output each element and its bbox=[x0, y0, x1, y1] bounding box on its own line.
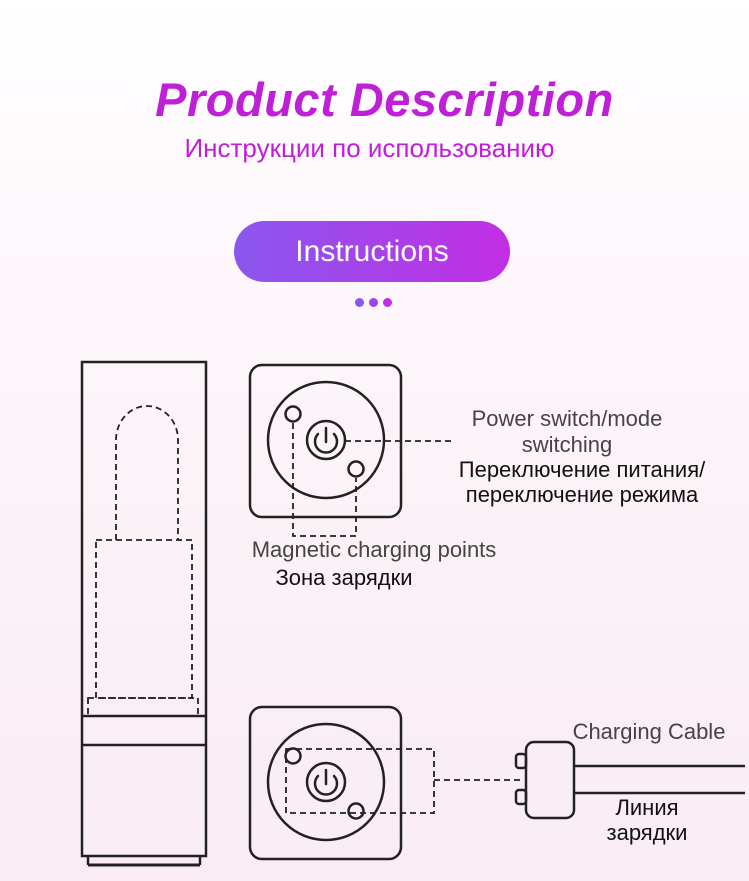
magnetic-leader-box bbox=[292, 423, 357, 537]
page-title: Product Description bbox=[155, 73, 614, 126]
power-label-en-2: switching bbox=[521, 432, 613, 457]
device-body bbox=[80, 360, 208, 858]
charging-cable bbox=[514, 740, 745, 820]
inner-battery bbox=[95, 539, 193, 699]
cable-label-ru-1: Линия bbox=[615, 795, 679, 820]
instructions-badge: Instructions bbox=[234, 221, 510, 282]
magnetic-label-en: Magnetic charging points bbox=[251, 537, 497, 562]
page-subtitle: Инструкции по использованию bbox=[184, 133, 555, 163]
power-icon bbox=[313, 426, 339, 454]
top-view-panel bbox=[248, 363, 403, 519]
cable-label-ru-2: зарядки bbox=[606, 820, 688, 845]
bottom-view-panel bbox=[248, 705, 403, 861]
inner-capsule bbox=[115, 405, 179, 540]
dot-3 bbox=[383, 298, 392, 307]
charging-points-box bbox=[285, 748, 435, 814]
inner-base bbox=[87, 697, 199, 717]
decorative-dots bbox=[355, 298, 395, 310]
power-label-ru-2: переключение режима bbox=[465, 482, 699, 507]
cable-label-en: Charging Cable bbox=[572, 719, 726, 744]
dot-1 bbox=[355, 298, 364, 307]
magnetic-label-ru: Зона зарядки bbox=[275, 565, 413, 590]
power-label-ru-1: Переключение питания/ bbox=[458, 457, 706, 482]
power-label-en-1: Power switch/mode bbox=[471, 406, 663, 431]
dot-2 bbox=[369, 298, 378, 307]
power-icon-bottom bbox=[313, 768, 339, 796]
